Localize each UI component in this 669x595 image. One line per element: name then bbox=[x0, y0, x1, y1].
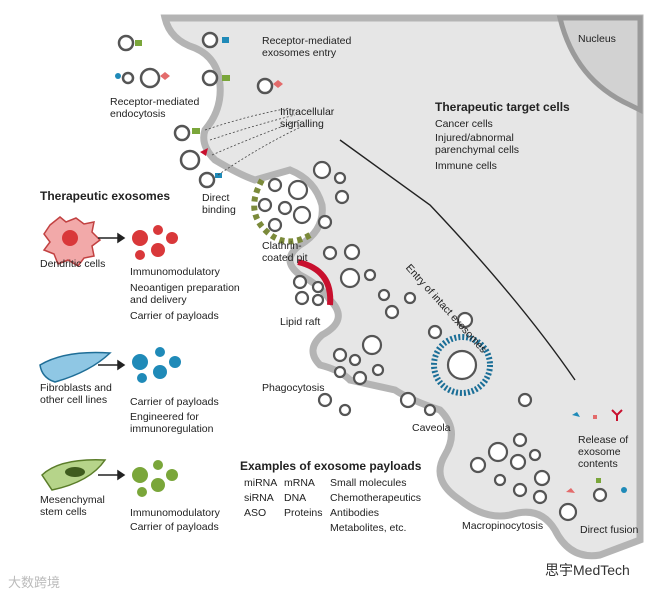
label-direct-fusion: Direct fusion bbox=[580, 524, 639, 536]
payload-item: DNA bbox=[284, 492, 307, 504]
label-receptor-entry: Receptor-mediated exosomes entry bbox=[262, 35, 352, 59]
clathrin-coat bbox=[251, 178, 312, 245]
payload-item: Antibodies bbox=[330, 507, 380, 519]
label-intracellular-signalling: Intracellular signalling bbox=[280, 106, 335, 130]
label-direct-binding: Direct binding bbox=[202, 192, 236, 216]
exosomes-title: Therapeutic exosomes bbox=[40, 189, 171, 203]
clathrin-vesicles bbox=[257, 160, 350, 233]
fibroblast-use: Engineered for immunoregulation bbox=[130, 411, 214, 435]
label-caveola: Caveola bbox=[412, 422, 451, 434]
signalling-dashes bbox=[204, 107, 306, 176]
macropinocytosis-vesicles bbox=[469, 432, 551, 505]
fibroblast-exosomes bbox=[132, 347, 181, 383]
target-cell-item: Injured/abnormal parenchymal cells bbox=[435, 132, 520, 156]
msc-use: Carrier of payloads bbox=[130, 521, 219, 533]
payload-item: ASO bbox=[244, 507, 267, 519]
label-receptor-endocytosis: Receptor-mediated endocytosis bbox=[110, 96, 200, 120]
label-phagocytosis: Phagocytosis bbox=[262, 382, 325, 394]
payload-item: mRNA bbox=[284, 477, 315, 489]
label-nucleus: Nucleus bbox=[578, 33, 616, 45]
receptor-markers bbox=[115, 37, 283, 178]
raft-vesicles bbox=[292, 243, 377, 307]
dendritic-cell-icon bbox=[42, 216, 102, 267]
msc-exosomes bbox=[132, 460, 178, 497]
caveola-coat bbox=[431, 334, 493, 396]
payload-item: miRNA bbox=[244, 477, 278, 489]
payload-item: siRNA bbox=[244, 492, 274, 504]
watermark-right: 思宇MedTech bbox=[545, 562, 630, 578]
dc-use: Immunomodulatory bbox=[130, 266, 220, 278]
fibroblast-use: Carrier of payloads bbox=[130, 396, 219, 408]
phagocytosis-vesicles bbox=[317, 288, 417, 417]
dc-use: Neoantigen preparation and delivery bbox=[130, 282, 240, 306]
dc-use: Carrier of payloads bbox=[130, 310, 219, 322]
dc-exosomes bbox=[132, 225, 178, 260]
label-lipid-raft: Lipid raft bbox=[280, 316, 321, 328]
payloads-title: Examples of exosome payloads bbox=[240, 459, 422, 473]
payload-item: Proteins bbox=[284, 507, 323, 519]
nucleus-shape bbox=[556, 15, 643, 115]
watermark-left: 大数跨境 bbox=[8, 575, 61, 590]
payload-item: Small molecules bbox=[330, 477, 407, 489]
target-cell-item: Cancer cells bbox=[435, 118, 493, 130]
lipid-raft-band bbox=[297, 259, 334, 306]
payload-item: Metabolites, etc. bbox=[330, 522, 407, 534]
target-cells-title: Therapeutic target cells bbox=[435, 100, 570, 114]
source-name-fibroblasts: Fibroblasts and other cell lines bbox=[40, 382, 112, 406]
fusion-vesicles bbox=[558, 487, 608, 522]
label-macropinocytosis: Macropinocytosis bbox=[462, 520, 544, 532]
source-name-dendritic: Dendritic cells bbox=[40, 258, 106, 270]
target-cell-item: Immune cells bbox=[435, 160, 497, 172]
fibroblast-cell-icon bbox=[39, 351, 112, 383]
released-contents bbox=[566, 409, 627, 493]
msc-use: Immunomodulatory bbox=[130, 507, 220, 519]
entry-arrow-line bbox=[339, 139, 576, 381]
label-release-contents: Release of exosome contents bbox=[578, 434, 629, 470]
payload-item: Chemotherapeutics bbox=[330, 492, 422, 504]
source-name-msc: Mesenchymal stem cells bbox=[40, 494, 105, 518]
source-arrows bbox=[98, 232, 126, 481]
caveola-vesicles bbox=[399, 311, 533, 417]
label-clathrin-pit: Clathrin- coated pit bbox=[262, 240, 308, 264]
receptor-vesicles bbox=[117, 31, 274, 189]
